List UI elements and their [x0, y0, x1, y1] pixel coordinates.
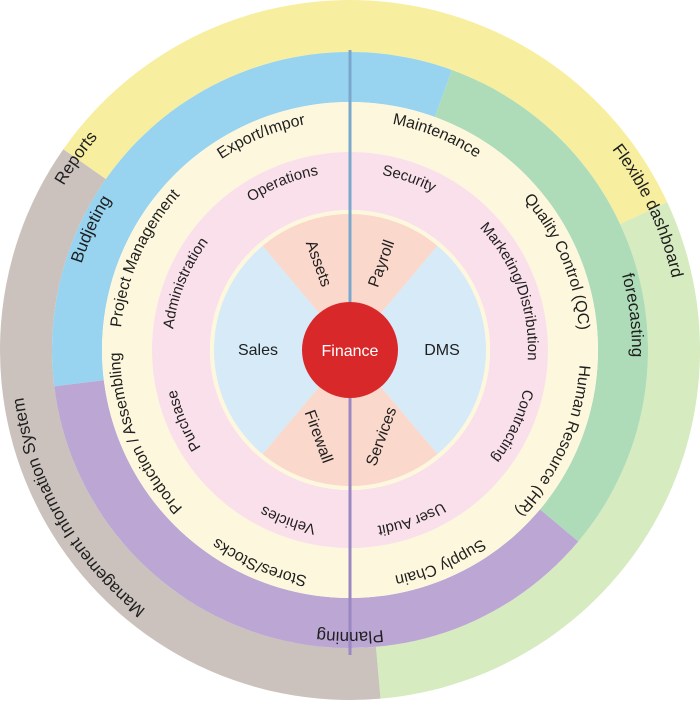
- core-sector-label: DMS: [424, 342, 460, 359]
- center-circle: [302, 302, 398, 398]
- center-label: Finance: [322, 343, 379, 360]
- outer-segment: [0, 149, 381, 701]
- second-ring-label: Planning: [315, 626, 384, 647]
- second-ring-segment: [54, 380, 579, 648]
- outer-segment: [63, 0, 668, 225]
- second-ring-label-text: Planning: [315, 626, 384, 647]
- core-sector: [350, 245, 486, 455]
- second-ring-segment: [434, 69, 649, 542]
- outer-segment: [375, 202, 700, 699]
- second-ring-segment: [51, 52, 452, 387]
- core-sector-label: Sales: [238, 342, 278, 359]
- core-sector: [213, 245, 350, 455]
